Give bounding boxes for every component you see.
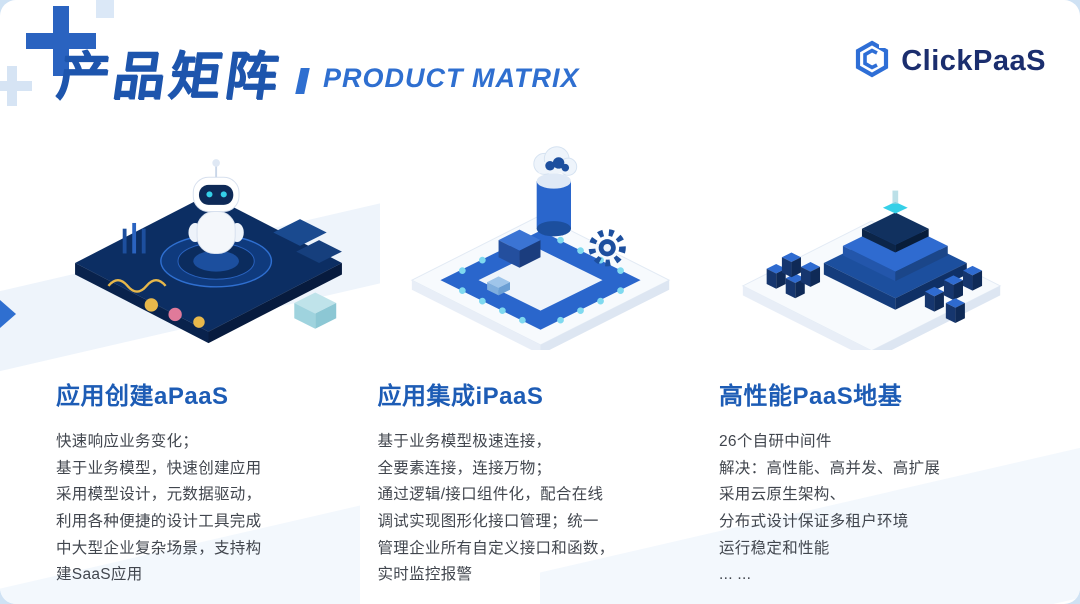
square-decoration (96, 0, 114, 18)
brand-logo: ClickPaaS (853, 40, 1046, 83)
column-heading-ipaas: 应用集成iPaaS (377, 383, 544, 410)
column-apaas: 应用创建aPaaS 快速响应业务变化； 基于业务模型，快速创建应用 采用模型设计… (56, 112, 361, 589)
column-foundation: 高性能PaaS地基 26个自研中间件 解决：高性能、高并发、高扩展 采用云原生架… (719, 112, 1024, 589)
text-line: 中大型企业复杂场景，支持构 (56, 539, 262, 557)
robot-dashboard-illustration (75, 159, 342, 344)
text-line: 快速响应业务变化； (56, 433, 199, 450)
column-text-apaas: 快速响应业务变化； 基于业务模型，快速创建应用 采用模型设计，元数据驱动， 利用… (56, 429, 361, 589)
text-line: 采用模型设计，元数据驱动， (56, 486, 262, 504)
text-line: 运行稳定和性能 (719, 539, 830, 557)
apaas-illustration (56, 112, 361, 350)
text-line: 采用云原生架构、 (719, 486, 846, 504)
text-line: 实时监控报警 (377, 566, 473, 584)
foundation-illustration (719, 112, 1024, 350)
text-line: 管理企业所有自定义接口和函数， (377, 539, 615, 557)
text-line: 分布式设计保证多租户环境 (719, 512, 909, 530)
column-heading-apaas: 应用创建aPaaS (56, 383, 229, 410)
ipaas-illustration (378, 112, 703, 350)
text-line: 调试实现图形化接口管理；统一 (377, 512, 599, 530)
page-title-chinese: 产品矩阵 (53, 48, 286, 106)
text-line: 基于业务模型极速连接， (377, 433, 552, 450)
light-plus-decoration (0, 66, 32, 106)
plus-decoration (26, 6, 96, 76)
left-edge-arrow-decoration (0, 300, 16, 328)
text-line: 通过逻辑/接口组件化，配合在线 (377, 486, 604, 504)
text-line: 解决：高性能、高并发、高扩展 (719, 459, 941, 477)
brand-name: ClickPaaS (901, 45, 1046, 77)
page-title-english: PRODUCT MATRIX (323, 63, 580, 93)
column-heading-foundation: 高性能PaaS地基 (719, 383, 903, 410)
title-row: 产品矩阵 PRODUCT MATRIX (53, 34, 580, 109)
header: 产品矩阵 PRODUCT MATRIX ClickPaaS (0, 0, 1080, 112)
column-text-foundation: 26个自研中间件 解决：高性能、高并发、高扩展 采用云原生架构、 分布式设计保证… (719, 429, 1024, 589)
title-divider-bar (295, 67, 310, 94)
text-line: 建SaaS应用 (56, 566, 143, 584)
text-line: 全要素连接，连接万物； (377, 459, 552, 477)
text-line: ... ... (719, 566, 752, 584)
text-line: 基于业务模型，快速创建应用 (56, 459, 262, 477)
integration-machine-illustration (410, 146, 670, 350)
column-ipaas: 应用集成iPaaS 基于业务模型极速连接， 全要素连接，连接万物； 通过逻辑/接… (378, 112, 703, 589)
product-columns: 应用创建aPaaS 快速响应业务变化； 基于业务模型，快速创建应用 采用模型设计… (0, 112, 1080, 589)
column-text-ipaas: 基于业务模型极速连接， 全要素连接，连接万物； 通过逻辑/接口组件化，配合在线 … (378, 429, 703, 589)
clickpaas-logo-icon (853, 40, 891, 83)
text-line: 26个自研中间件 (719, 433, 832, 450)
text-line: 利用各种便捷的设计工具完成 (56, 512, 262, 530)
paas-foundation-illustration (741, 190, 1002, 350)
